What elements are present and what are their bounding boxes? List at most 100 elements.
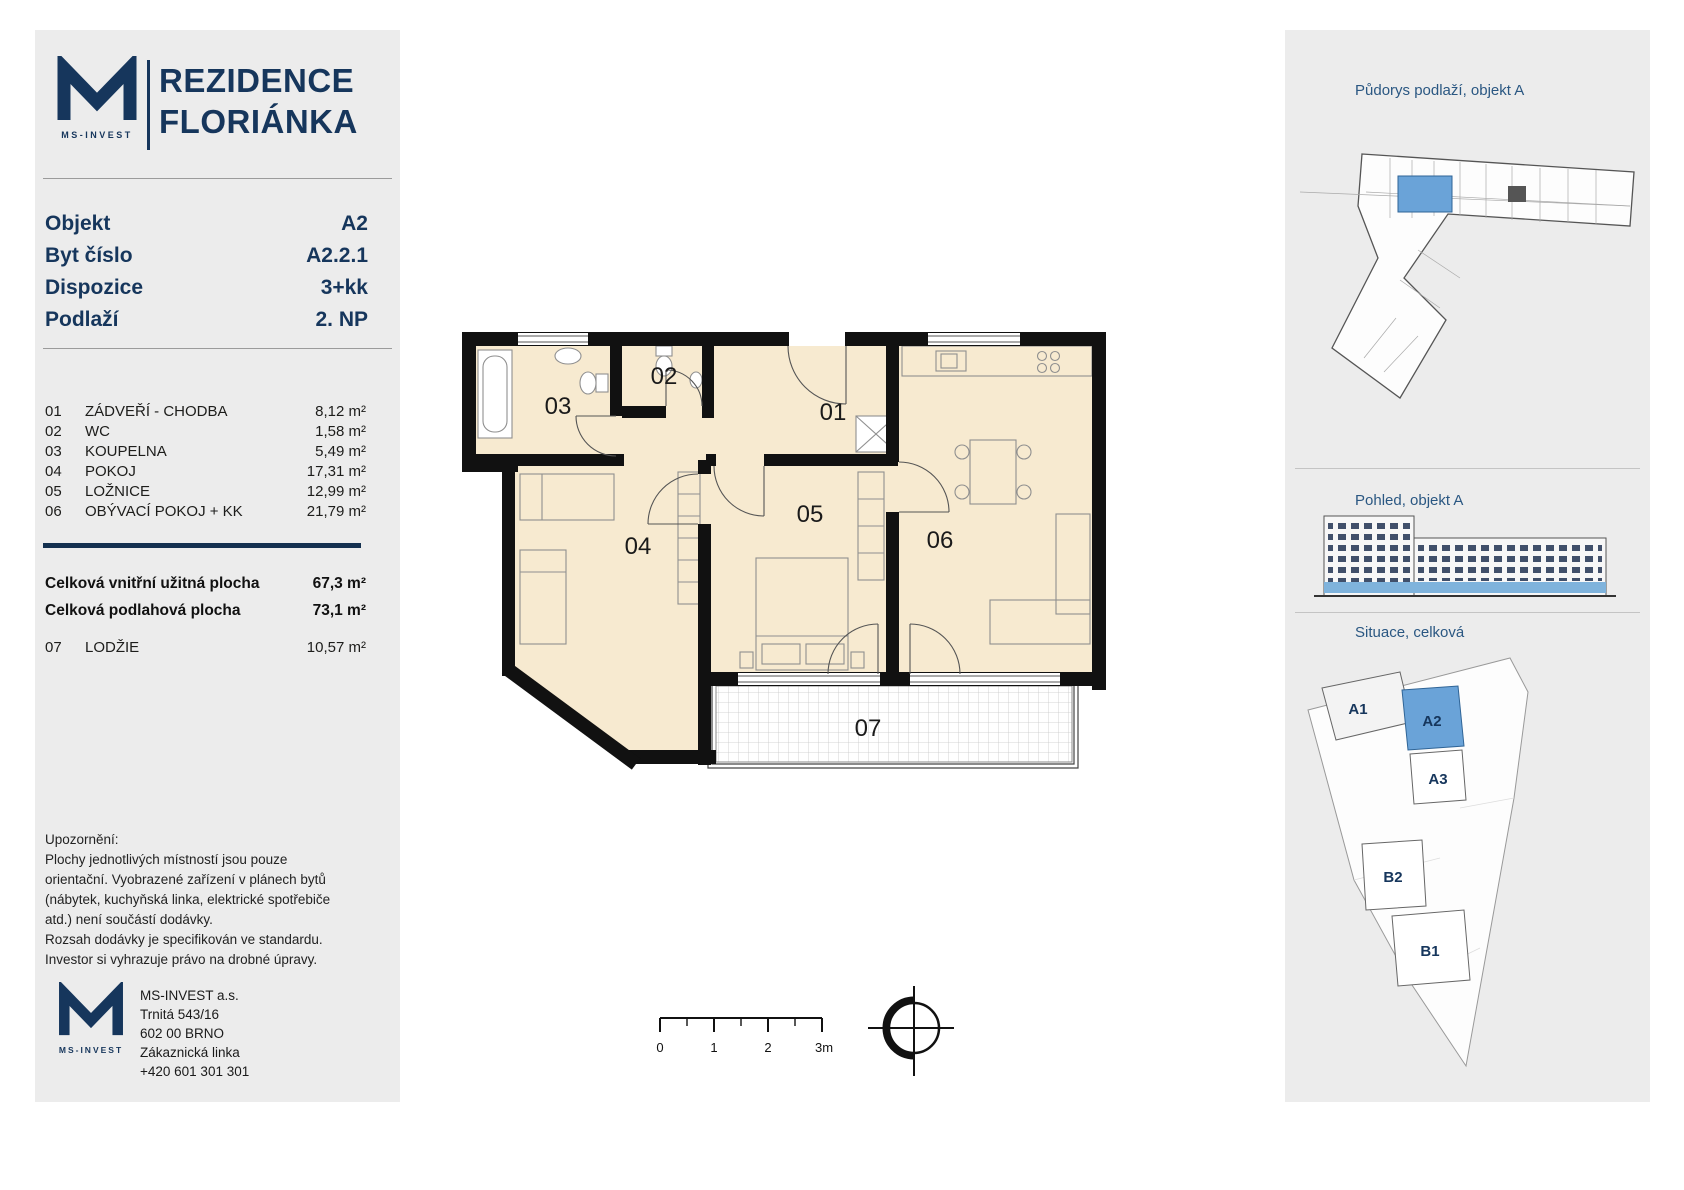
room-area: 8,12 m² [315,403,366,420]
footer-company: MS-INVEST a.s. [140,988,239,1003]
ms-invest-logo-icon [57,51,137,120]
room-name: POKOJ [85,463,136,480]
room-label-02: 02 [651,363,678,390]
total-row: Celková podlahová plocha 73,1 m² [35,597,400,624]
info-value: 2. NP [315,308,368,331]
site-label-b1: B1 [1420,943,1439,960]
footer-contact: MS-INVEST a.s. Trnitá 543/16 602 00 BRNO… [140,986,249,1081]
site-label-b2: B2 [1383,869,1402,886]
disclaimer-line: atd.) není součástí dodávky. [45,912,213,927]
footer-service-line: Zákaznická linka [140,1045,240,1060]
info-label: Byt číslo [45,244,133,267]
building-elevation [1310,510,1620,610]
total-value: 67,3 m² [312,575,366,592]
footer-phone: +420 601 301 301 [140,1064,250,1079]
total-row: Celková vnitřní užitná plocha 67,3 m² [35,570,400,597]
section-title-pudorys: Půdorys podlaží, objekt A [1355,82,1525,99]
footer-address2: 602 00 BRNO [140,1026,225,1041]
room-name: OBÝVACÍ POKOJ + KK [85,503,243,520]
scale-label-1: 1 [710,1040,717,1055]
site-building-a2-highlighted [1401,685,1465,751]
room-label-05: 05 [797,501,824,528]
disclaimer-line: (nábytek, kuchyňská linka, elektrické sp… [45,892,331,907]
left-info-panel: MS-INVEST REZIDENCE FLORIÁNKA Objekt A2 … [35,30,400,1102]
room-name: ZÁDVEŘÍ - CHODBA [85,403,228,420]
room-number: 03 [45,443,62,460]
brand-logo-text: MS-INVEST [61,130,133,140]
disclaimer-line: Plochy jednotlivých místností jsou pouze [45,852,288,867]
divider [1295,468,1640,469]
divider [43,178,392,179]
site-building-b2 [1361,839,1427,911]
door-arcs [575,345,961,675]
room-name: LODŽIE [85,639,140,656]
room-number: 02 [45,423,62,440]
room-name: WC [85,423,110,440]
info-row-objekt: Objekt A2 [35,208,400,240]
room-area: 21,79 m² [306,503,366,520]
room-area: 12,99 m² [306,483,366,500]
building-floorplan-overview [1299,110,1640,455]
section-divider-bar [43,543,361,548]
room-labels: 01 02 03 04 05 06 07 [545,363,954,742]
footer-logo-text: MS-INVEST [58,1045,124,1055]
disclaimer-title: Upozornění: [45,832,119,847]
room-number: 07 [45,639,62,656]
room-label-07: 07 [855,715,882,742]
disclaimer-line: Rozsah dodávky je specifikován ve standa… [45,932,323,947]
table-row: 01 ZÁDVEŘÍ - CHODBA 8,12 m² [35,402,400,422]
scale-label-3: 3m [815,1040,833,1055]
disclaimer-line: orientační. Vyobrazené zařízení v plánec… [45,872,326,887]
room-number: 01 [45,403,62,420]
table-row: 04 POKOJ 17,31 m² [35,462,400,482]
site-plan-drawing: A1 A2 A3 B2 B1 [1307,657,1529,1068]
divider [43,348,392,349]
footer-address1: Trnitá 543/16 [140,1007,220,1022]
unit-info: Objekt A2 Byt číslo A2.2.1 Dispozice 3+k… [35,208,400,336]
disclaimer-line: Investor si vyhrazuje právo na drobné úp… [45,952,318,967]
scale-label-2: 2 [764,1040,771,1055]
right-overview-panel: Půdorys podlaží, objekt A [1285,30,1650,1102]
scale-bar-drawing: 0 1 2 3m [656,1017,833,1055]
info-row-podlazi: Podlaží 2. NP [35,304,400,336]
room-table: 01 ZÁDVEŘÍ - CHODBA 8,12 m² 02 WC 1,58 m… [35,402,400,522]
info-row-dispozice: Dispozice 3+kk [35,272,400,304]
total-value: 73,1 m² [312,602,366,619]
site-label-a3: A3 [1428,771,1447,788]
brand-logo: MS-INVEST [51,51,143,140]
loggia-area [707,685,1079,769]
divider [1295,612,1640,613]
scale-label-0: 0 [656,1040,663,1055]
table-row: 06 OBÝVACÍ POKOJ + KK 21,79 m² [35,502,400,522]
room-name: LOŽNICE [85,483,151,500]
furniture [477,345,1093,671]
windows-openings [518,332,1060,685]
title-line-2: FLORIÁNKA [159,103,358,140]
room-area: 10,57 m² [306,639,366,656]
info-label: Dispozice [45,276,144,299]
highlighted-unit-a2 [1397,175,1453,213]
room-area: 1,58 m² [315,423,366,440]
room-area: 17,31 m² [306,463,366,480]
loggia-row: 07 LODŽIE 10,57 m² [35,638,400,658]
table-row: 07 LODŽIE 10,57 m² [35,638,400,658]
total-label: Celková vnitřní užitná plocha [45,575,260,592]
room-number: 06 [45,503,62,520]
room-label-04: 04 [625,533,652,560]
room-label-06: 06 [927,527,954,554]
room-number: 04 [45,463,62,480]
floorplan-drawing: 01 02 03 04 05 06 07 [462,332,1106,770]
building-footprint-drawing [1299,153,1635,399]
elevation-drawing [1314,515,1616,597]
footer-logo: MS-INVEST [49,980,133,1055]
total-label: Celková podlahová plocha [45,602,241,619]
brand-divider [147,60,150,150]
ms-invest-logo-icon [59,980,123,1036]
north-compass-icon [866,984,961,1084]
site-label-a2: A2 [1422,713,1441,730]
table-row: 02 WC 1,58 m² [35,422,400,442]
site-label-a1: A1 [1348,701,1367,718]
floor-areas [470,340,1096,758]
apartment-floorplan: 01 02 03 04 05 06 07 [458,322,1108,797]
